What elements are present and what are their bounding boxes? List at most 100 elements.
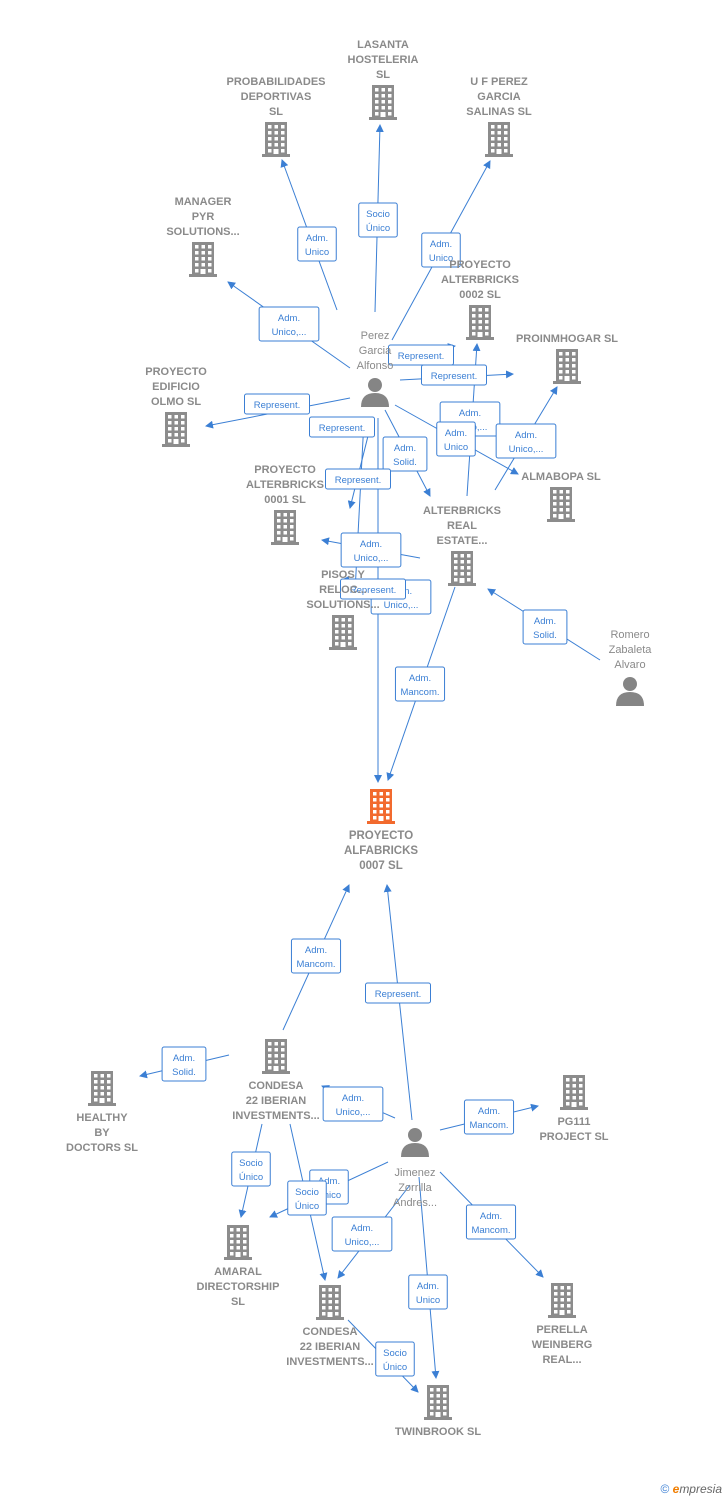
person-icon [401, 1128, 429, 1157]
node-label: Zabaleta [609, 644, 653, 656]
node-label: PROYECTO [349, 830, 413, 842]
edge-role-label[interactable]: Represent. [365, 982, 431, 1004]
edge-role-label[interactable]: Adm.Unico,... [340, 532, 402, 568]
edge-label-text: Adm. [417, 1281, 439, 1292]
edge-label-text: Represent. [431, 371, 477, 382]
edge-role-label[interactable]: Represent. [244, 393, 310, 415]
node-label: U F PEREZ [470, 76, 528, 88]
node-label: PROYECTO [145, 366, 207, 378]
edge-label-text: Adm. [430, 239, 452, 250]
node-label: PYR [192, 211, 215, 223]
edge-role-label[interactable]: Represent. [309, 416, 375, 438]
edge-role-label[interactable]: Adm.Unico [408, 1274, 448, 1310]
edge-role-label[interactable]: Represent. [388, 344, 454, 366]
node-pisos[interactable]: PISOS YRELOC...SOLUTIONS... [306, 569, 380, 650]
node-label: PROJECT SL [539, 1131, 608, 1143]
node-jimenez[interactable]: JimenezZorrillaAndres... [393, 1128, 437, 1209]
building-icon [189, 242, 217, 277]
node-label: PISOS Y [321, 569, 365, 581]
node-label: 22 IBERIAN [300, 1341, 361, 1353]
edge-label-box [258, 306, 320, 342]
edge-label-box [297, 226, 337, 262]
empresia-logo-icon: e [672, 1482, 680, 1496]
edge-role-label[interactable]: Adm.Mancom. [394, 666, 446, 702]
brand-name: mpresia [679, 1482, 722, 1496]
node-almabopa[interactable]: ALMABOPA SL [521, 471, 601, 522]
edge-role-label[interactable]: Adm.Solid. [382, 436, 428, 472]
edge-label-text: Adm. [394, 443, 416, 454]
edge-label-box [382, 436, 428, 472]
edge-label-box [436, 421, 476, 457]
edge-label-text: Mancom. [471, 1225, 510, 1236]
building-icon [424, 1385, 452, 1420]
edge-role-label[interactable]: Adm.Unico,... [331, 1216, 393, 1252]
node-label: SALINAS SL [466, 106, 532, 118]
edge-label-text: Unico,... [272, 327, 307, 338]
node-label: Jimenez [395, 1167, 436, 1179]
node-manager[interactable]: MANAGERPYRSOLUTIONS... [166, 196, 240, 277]
node-label: REAL [447, 520, 477, 532]
node-proinmhogar[interactable]: PROINMHOGAR SL [516, 333, 618, 384]
edge-label-text: Represent. [335, 475, 381, 486]
edge-label-box [463, 1099, 515, 1135]
edge-role-label[interactable]: Adm. Mancom. [465, 1204, 517, 1240]
node-label: PROYECTO [449, 259, 511, 271]
edge-role-label[interactable]: Adm.Unico [297, 226, 337, 262]
edge-label-box [358, 202, 398, 238]
edge-role-label[interactable]: Represent. [325, 468, 391, 490]
edge-label-box [465, 1204, 517, 1240]
edge-role-label[interactable]: Adm.Solid. [522, 609, 568, 645]
edge-label-text: Unico [444, 442, 468, 453]
edge-label-text: Adm. [478, 1106, 500, 1117]
node-twinbrook[interactable]: TWINBROOK SL [395, 1385, 481, 1438]
edge-role-label[interactable]: Adm.Unico,... [258, 306, 320, 342]
edge-label-text: Unico,... [345, 1237, 380, 1248]
edge-label-text: Adm. [480, 1211, 502, 1222]
edge-label-box [421, 364, 487, 386]
building-icon [262, 122, 290, 157]
node-alterbricksreal[interactable]: ALTERBRICKSREALESTATE... [423, 505, 501, 586]
edge-label-text: Socio [295, 1187, 319, 1198]
edge-label-text: Adm. [515, 430, 537, 441]
edge-role-label[interactable]: Adm.Solid. [161, 1046, 207, 1082]
node-label: Garcia [359, 345, 392, 357]
edge-label-text: Adm. [360, 539, 382, 550]
edge-role-label[interactable]: Adm.Unico [436, 421, 476, 457]
footer-brand[interactable]: © empresia [660, 1482, 722, 1496]
node-label: OLMO SL [151, 396, 201, 408]
edge-role-label[interactable]: Adm.Unico,... [322, 1086, 384, 1122]
building-icon [224, 1225, 252, 1260]
node-label: ALTERBRICKS [423, 505, 501, 517]
edge-role-label[interactable]: Adm.Unico [421, 232, 461, 268]
edge-role-label[interactable]: Adm.Unico,... [495, 423, 557, 459]
node-label: ALMABOPA SL [521, 471, 601, 483]
edge-label-box [388, 344, 454, 366]
edge-role-label[interactable]: Represent. [340, 578, 406, 600]
node-perella[interactable]: PERELLAWEINBERGREAL... [532, 1283, 593, 1366]
building-icon [369, 85, 397, 120]
edge-role-label[interactable]: Represent. [421, 364, 487, 386]
edge-label-text: Unico,... [336, 1107, 371, 1118]
building-icon [547, 487, 575, 522]
edge-label-text: Único [295, 1201, 319, 1212]
edge-role-label[interactable]: Adm.Mancom. [290, 938, 342, 974]
edge-role-label[interactable]: Adm.Mancom. [463, 1099, 515, 1135]
